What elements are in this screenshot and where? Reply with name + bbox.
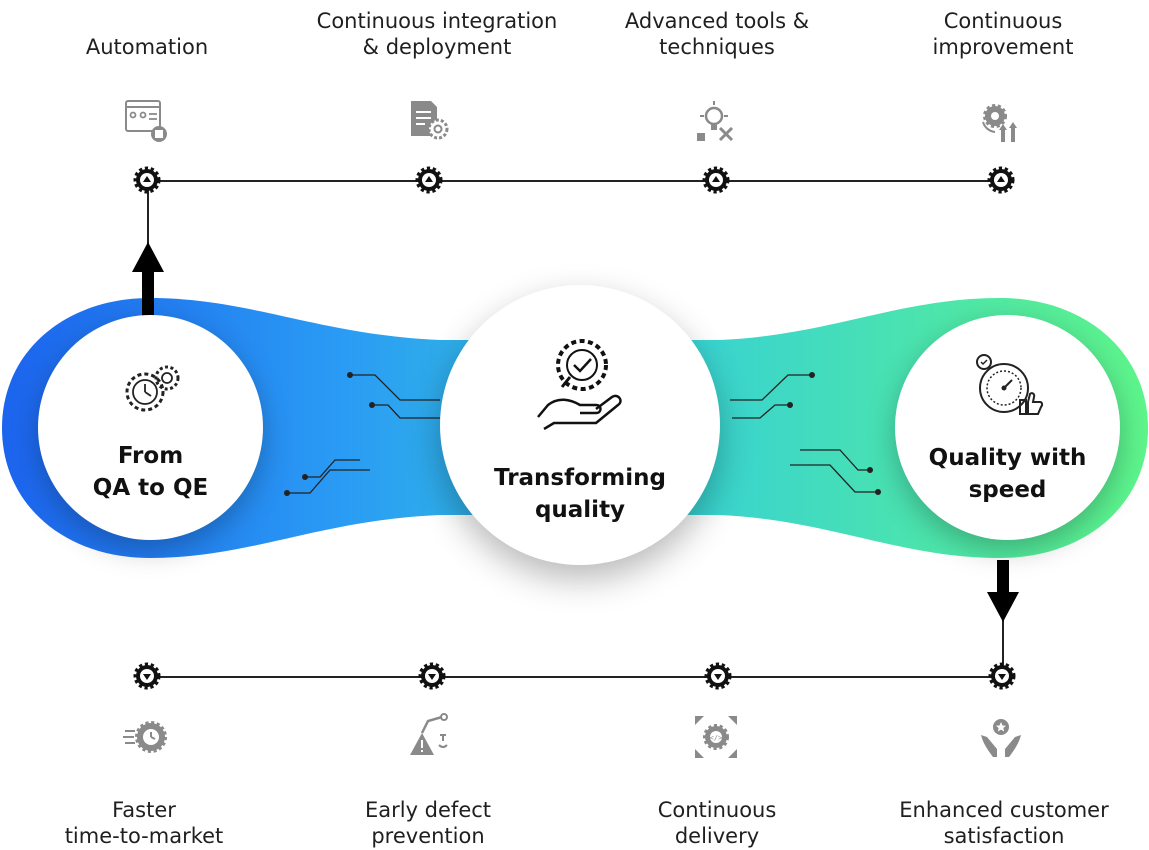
stopwatch-thumbs-up-icon <box>976 354 1044 415</box>
hub-qa-to-qe <box>38 315 263 540</box>
bottom-label-early-defect-prevention: Early defect prevention <box>364 798 492 848</box>
gear-arrows-up-icon <box>982 104 1017 142</box>
bottom-label-faster-time-to-market: Faster time-to-market <box>64 798 224 848</box>
top-label-advanced-tools: Advanced tools & techniques <box>624 9 810 59</box>
gear-down-node-icon <box>704 662 732 690</box>
gear-down-node-icon <box>133 662 161 690</box>
bottom-label-continuous-delivery: Continuous delivery <box>657 798 777 848</box>
document-gear-icon <box>411 101 449 140</box>
code-arrows-icon: </> <box>695 716 737 758</box>
svg-text:</>: </> <box>710 734 723 742</box>
gear-up-node-icon <box>415 166 443 194</box>
gear-down-node-icon <box>418 662 446 690</box>
top-label-automation: Automation <box>85 35 209 59</box>
speed-clock-icon <box>123 721 167 753</box>
hub-transforming-quality <box>440 285 720 565</box>
bottom-label-enhanced-customer-satisfaction: Enhanced customer satisfaction <box>899 798 1109 848</box>
warning-robot-arm-icon <box>410 713 448 755</box>
up-arrow <box>132 242 164 320</box>
lightbulb-tools-icon <box>697 101 734 142</box>
hand-gear-check-icon <box>537 339 622 430</box>
hub-title-quality-with-speed: Quality with speed <box>928 445 1087 503</box>
top-timeline <box>145 180 1003 182</box>
hub-quality-with-speed <box>895 315 1120 540</box>
circuit-traces <box>287 374 878 494</box>
hub-title-from-qa-to-qe: From QA to QE <box>92 443 209 501</box>
gear-down-node-icon <box>988 662 1016 690</box>
hands-star-icon <box>981 719 1021 757</box>
automation-flow-icon <box>125 100 167 142</box>
down-arrow <box>987 560 1019 622</box>
gear-up-node-icon <box>702 166 730 194</box>
top-label-continuous-improvement: Continuous improvement <box>932 9 1074 59</box>
top-label-ci-cd: Continuous integration & deployment <box>316 9 558 59</box>
gear-up-node-icon <box>987 166 1015 194</box>
bottom-timeline <box>145 676 1003 678</box>
gear-up-node-icon <box>133 166 161 194</box>
gears-clock-icon <box>125 365 180 412</box>
right-connector <box>1002 600 1004 676</box>
hub-title-transforming-quality: Transforming quality <box>494 465 666 523</box>
left-connector <box>147 180 149 260</box>
